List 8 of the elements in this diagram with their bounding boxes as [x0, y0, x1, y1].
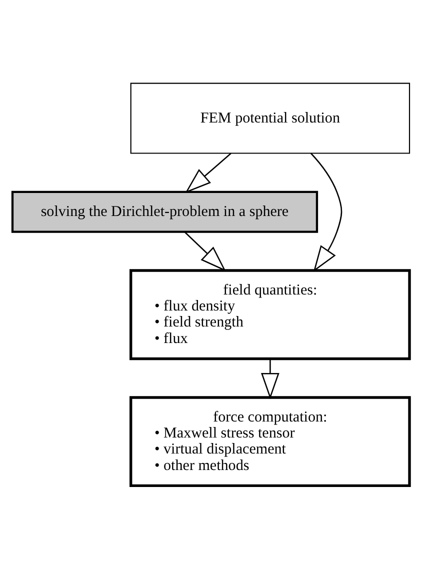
node-box: force computation: • Maxwell stress tensor • virtual displacement • other methods — [130, 396, 411, 488]
arrow — [185, 152, 232, 194]
arrow — [184, 231, 226, 272]
arrow — [310, 152, 342, 272]
arrow — [260, 359, 280, 400]
node-box: FEM potential solution — [130, 82, 410, 154]
node-box: field quantities: • flux density • field strength • flux — [130, 269, 411, 360]
node-box: solving the Dirichlet-problem in a sphere — [11, 190, 318, 233]
